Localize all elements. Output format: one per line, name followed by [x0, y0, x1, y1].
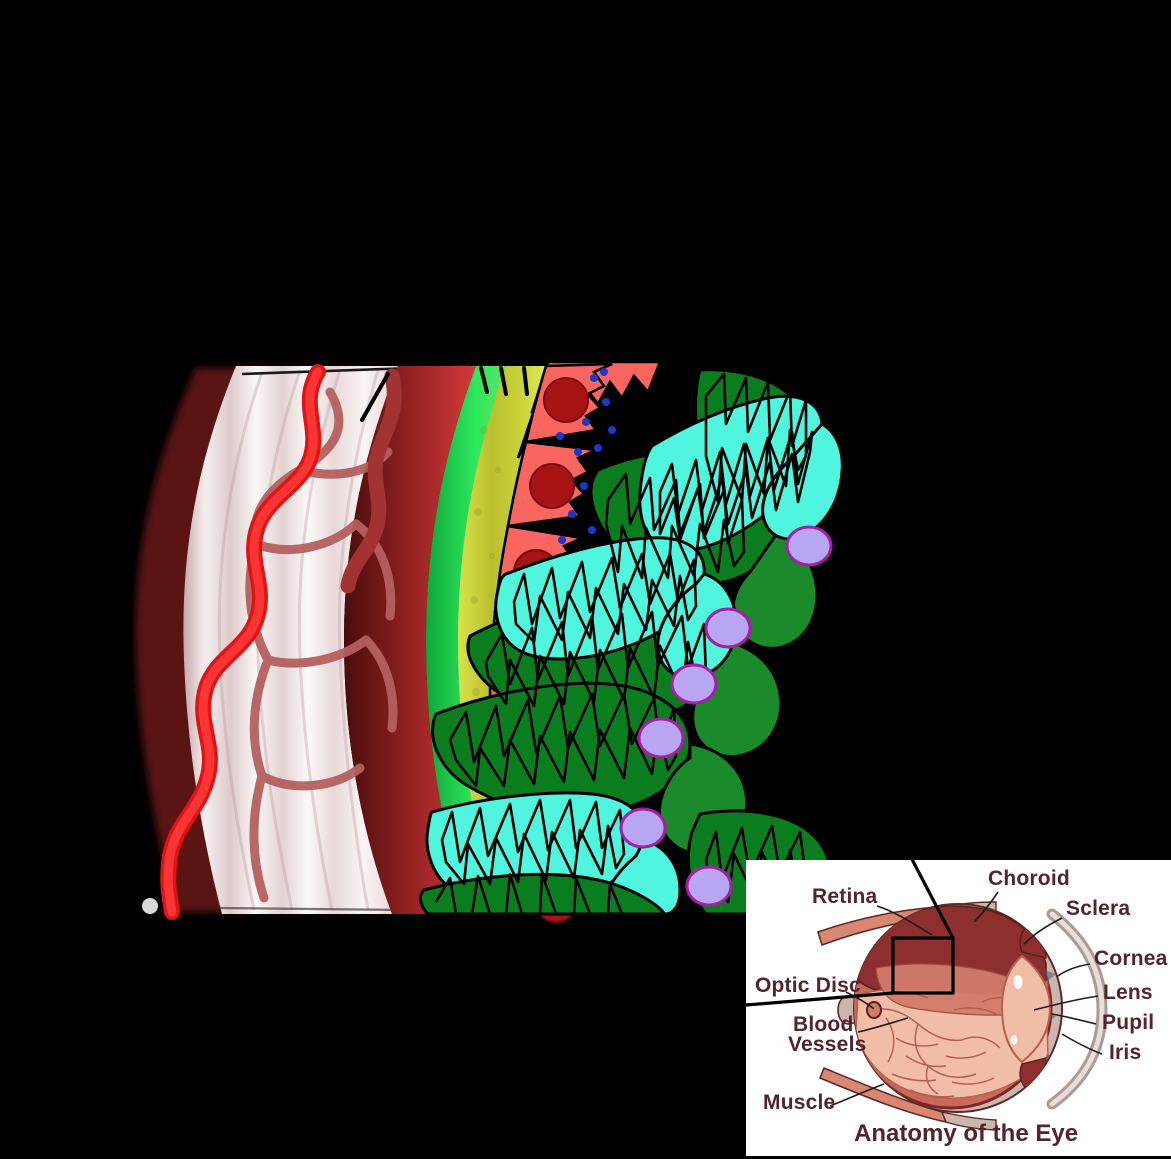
label-leader-lines — [829, 891, 1103, 1107]
inset-label-muscle: Muscle — [763, 1091, 836, 1114]
inset-label-blood-vessels-line1: Blood — [793, 1013, 854, 1036]
pointer-bruchs-1 — [479, 366, 489, 394]
leader-choroid — [973, 891, 999, 923]
callout-leaders — [746, 860, 955, 1007]
cone-nucleus — [670, 663, 718, 705]
inset-title: Anatomy of the Eye — [854, 1120, 1079, 1147]
leader-blood-vessels — [857, 1017, 909, 1033]
pointer-bruchs-3 — [522, 366, 529, 396]
inset-label-cornea: Cornea — [1094, 947, 1168, 970]
leader-lens — [1033, 995, 1099, 1011]
extraocular-muscle-inferior — [818, 1066, 997, 1131]
pointer-sclera — [360, 372, 390, 422]
rod-nucleus — [685, 865, 733, 907]
leader-optic-disc — [845, 991, 875, 1010]
callout-box — [891, 936, 955, 995]
callout-leader-lines — [884, 835, 905, 863]
inset-label-pupil: Pupil — [1102, 1011, 1155, 1034]
cone-nucleus — [785, 525, 833, 567]
leader-iris — [1061, 1033, 1103, 1055]
eye-anatomy-illustration — [746, 860, 1108, 1131]
photoreceptor-layer — [419, 368, 844, 916]
inset-label-lens: Lens — [1103, 981, 1153, 1004]
inset-label-optic-disc: Optic Disc — [755, 974, 861, 997]
inset-label-sclera: Sclera — [1066, 897, 1131, 920]
leader-muscle — [829, 1083, 885, 1107]
leader-cornea — [1057, 963, 1091, 977]
rod-nucleus — [637, 717, 685, 759]
inset-label-retina: Retina — [812, 885, 878, 908]
rod-nucleus — [704, 607, 752, 649]
inset-label-blood-vessels-line2: Vessels — [788, 1033, 867, 1056]
choroidal-blood-vessels — [142, 364, 402, 920]
leader-pupil — [1051, 1013, 1097, 1025]
anatomy-of-the-eye-inset: Retina Choroid Sclera Cornea Optic Disc … — [746, 860, 1171, 1156]
pointer-bruchs-2 — [499, 366, 508, 396]
inset-label-choroid: Choroid — [988, 867, 1070, 890]
leader-retina — [876, 905, 933, 936]
inset-label-iris: Iris — [1109, 1041, 1142, 1064]
leader-sclera — [1023, 917, 1063, 945]
cone-nucleus — [619, 807, 667, 849]
pupil-highlight — [1013, 975, 1023, 989]
